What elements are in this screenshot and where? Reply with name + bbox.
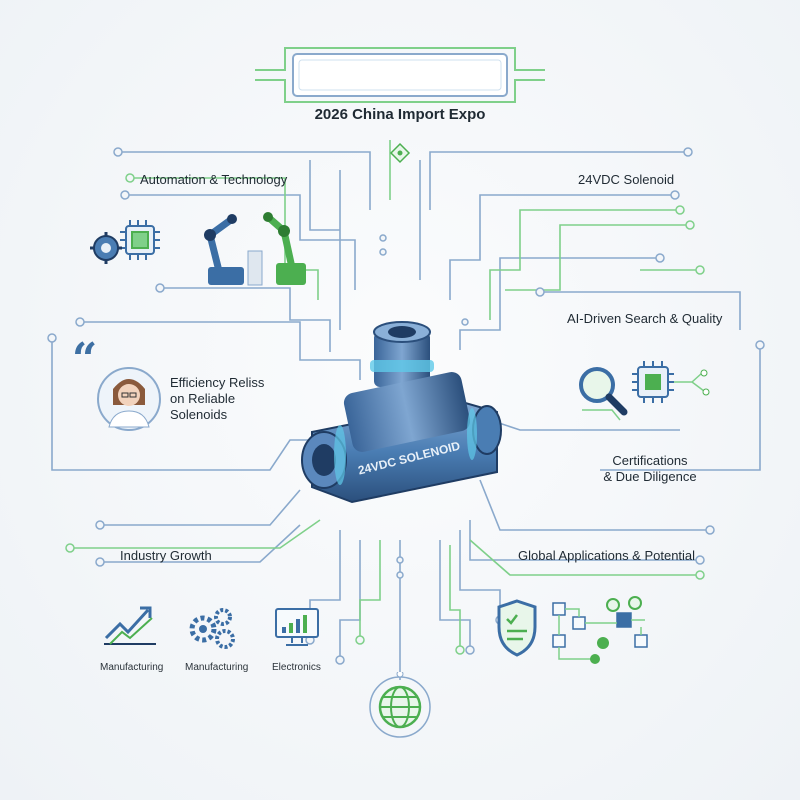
monitor-chart-icon xyxy=(275,608,319,646)
robot-arm-icon xyxy=(204,212,306,286)
title-banner xyxy=(255,47,545,103)
testimonial-line-2: on Reliable xyxy=(170,391,236,406)
solenoid-valve-illustration: 24VDC SOLENOID xyxy=(301,321,502,504)
gears-icon xyxy=(189,608,235,649)
section-solenoid-label: 24VDC Solenoid xyxy=(578,172,675,187)
globe-icon xyxy=(369,672,431,738)
quote-icon: “ xyxy=(72,334,98,385)
testimonial-text: Efficiency Reliss on Reliable Solenoids xyxy=(170,375,290,423)
magnifier-icon xyxy=(579,367,615,403)
gear-chip-icon xyxy=(90,220,160,264)
trend-up-icon xyxy=(104,606,156,645)
certifications-text: Certifications & Due Diligence xyxy=(600,453,700,485)
avatar xyxy=(97,367,161,431)
ai-search-icons xyxy=(579,361,710,421)
section-ai-search-label: AI-Driven Search & Quality xyxy=(567,311,723,326)
section-automation-label: Automation & Technology xyxy=(140,172,288,187)
industry-item-label: Electronics xyxy=(272,662,321,673)
shield-check-icon xyxy=(497,599,537,657)
section-industry-growth-label: Industry Growth xyxy=(120,548,212,563)
industry-item-label: Manufacturing xyxy=(185,662,249,673)
global-apps-icons xyxy=(497,596,648,664)
testimonial-line-3: Solenoids xyxy=(170,407,228,422)
certifications-line-2: & Due Diligence xyxy=(603,469,697,484)
section-global-apps-label: Global Applications & Potential xyxy=(518,548,696,563)
industry-item-label: Manufacturing xyxy=(100,662,164,673)
certifications-line-1: Certifications xyxy=(612,453,688,468)
page-title: 2026 China Import Expo xyxy=(314,106,486,123)
testimonial-line-1: Efficiency Reliss xyxy=(170,375,265,390)
